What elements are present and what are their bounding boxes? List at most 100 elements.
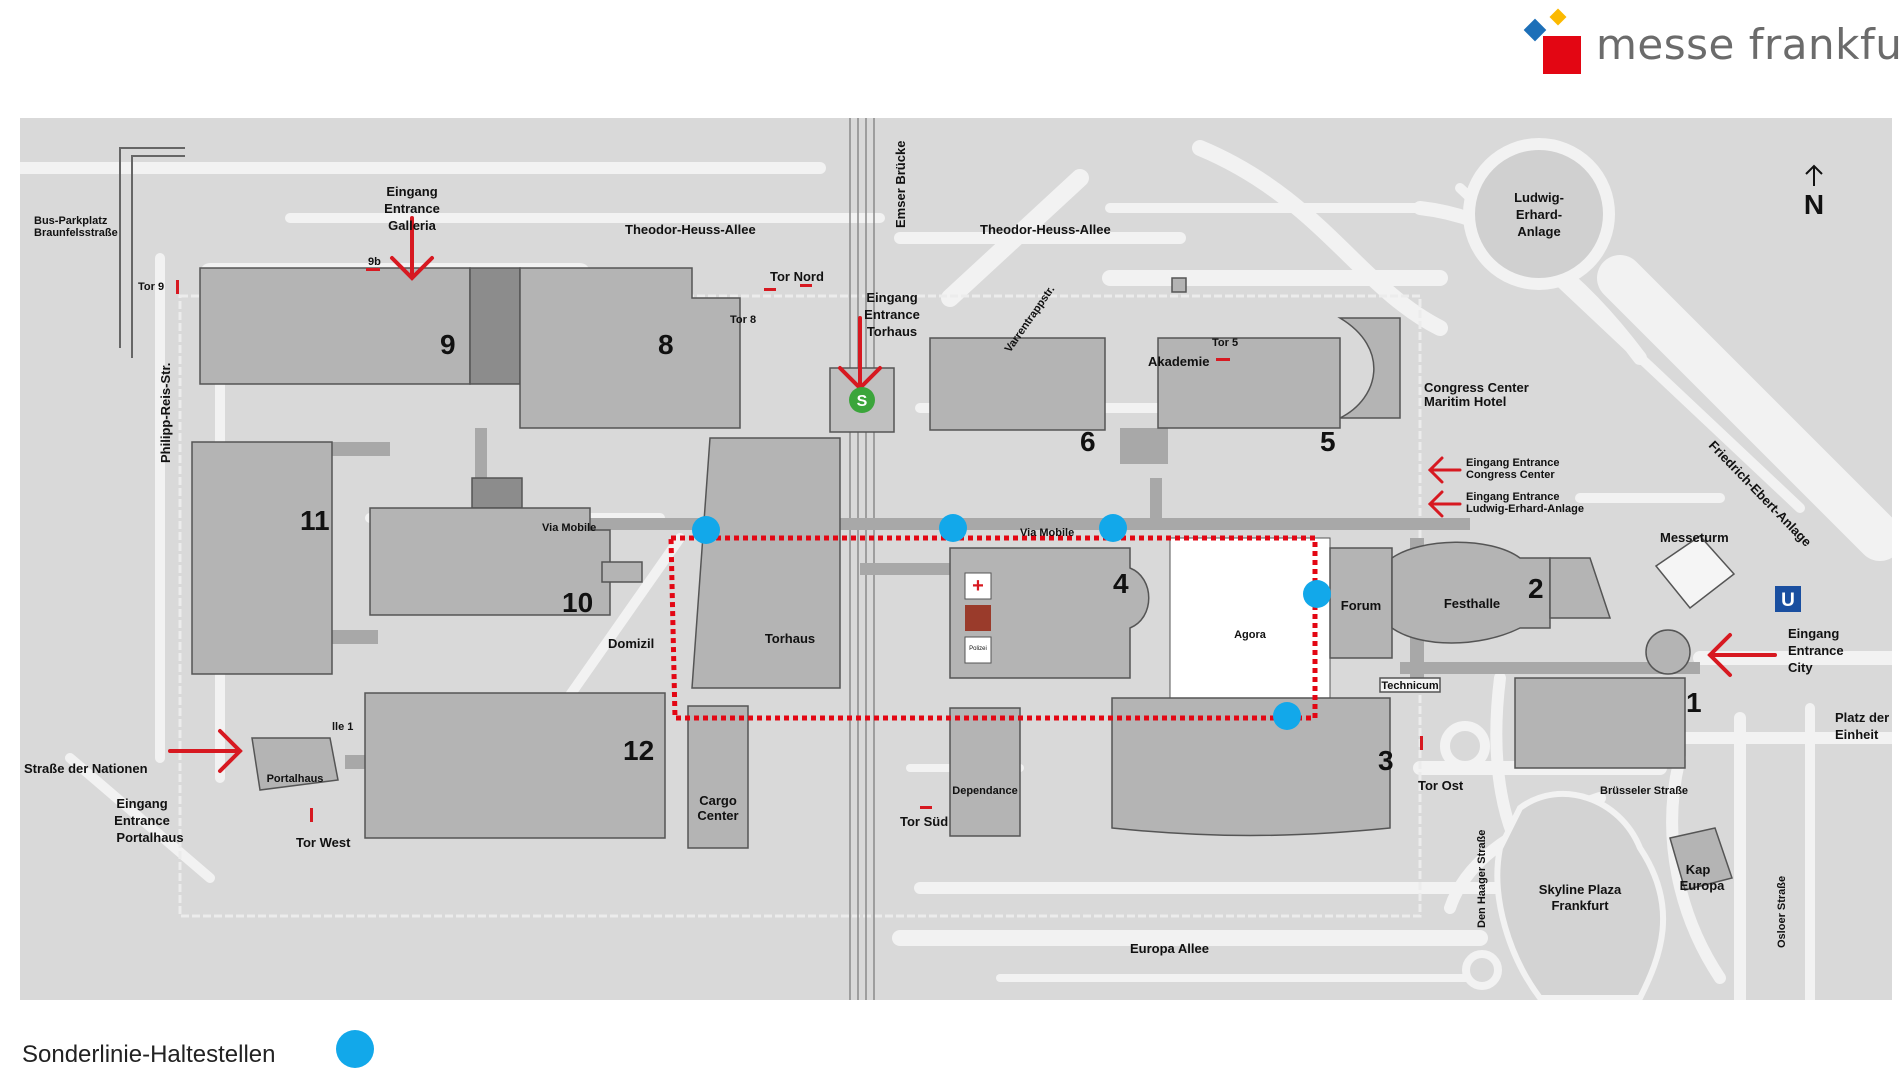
label-skyline-2: Frankfurt [1551,898,1609,913]
kap-europa-building [1669,827,1733,891]
roundabout-east [1440,721,1490,771]
hall-9 [199,267,471,385]
torhaus-building [691,437,841,689]
label-skyline-1: Skyline Plaza [1539,882,1622,897]
entrance-arrows [168,216,1777,773]
rail-tracks [849,118,875,1000]
dependance-building [949,707,1021,837]
street-via-mobile-2: Via Mobile [1020,527,1074,539]
forum-building [1329,547,1393,659]
label-cargo-2: Center [697,808,738,823]
fire-icon [965,605,991,631]
domizil-building [601,561,643,583]
entrance-portalhaus-l3: Portalhaus [116,830,183,845]
label-messeturm: Messeturm [1660,530,1729,545]
hall-1 [1514,677,1686,769]
compass-arrow-icon [1805,164,1823,186]
entrance-city-l1: Eingang [1788,626,1839,641]
entrance-torhaus-l2: Entrance [864,307,920,322]
label-ludwig-1: Ludwig- [1514,190,1564,205]
akademie-building [1171,277,1187,293]
roundabout-south [1462,950,1502,990]
bus-lane-outline [131,155,185,358]
entrance-ludwig-l1: Eingang Entrance [1466,491,1560,503]
street-den-haager: Den Haager Straße [1476,830,1488,928]
messeturm-shape [1654,535,1736,610]
hall-number-8: 8 [658,329,674,360]
shuttle-stop-1[interactable] [692,516,720,544]
shuttle-stop-5[interactable] [1273,702,1301,730]
agora-square [1169,537,1331,719]
label-bus-parkplatz-2: Braunfelsstraße [34,227,118,239]
ubahn-icon [1775,586,1801,612]
logo-yellow-square [1549,8,1567,26]
shuttle-route [668,535,1318,721]
festhalle-building [1391,541,1551,644]
halls [191,267,1733,891]
street-emser-bruecke: Emser Brücke [893,141,908,228]
label-halle-1-partial: lle 1 [332,721,353,733]
gate-tor-9b: 9b [368,256,381,268]
label-bus-parkplatz-1: Bus-Parkplatz [34,215,108,227]
legend-stop-icon [336,1030,374,1068]
street-theodor-heuss-2: Theodor-Heuss-Allee [980,222,1111,237]
hall-10-grid [471,477,523,509]
street-bruesseler: Brüsseler Straße [1600,785,1688,797]
gate-tor-8: Tor 8 [730,314,756,326]
skyline-plaza-shape [1494,790,1667,1000]
street-philipp-reis: Philipp-Reis-Str. [158,363,173,463]
hall-1-rotunda [1645,629,1691,675]
brand-name: messe frankfurt [1596,20,1900,69]
bus-lane [119,147,185,348]
label-festhalle: Festhalle [1444,596,1500,611]
label-kap-2: Europa [1680,878,1726,893]
hall-number-2: 2 [1528,573,1544,604]
label-technicum: Technicum [1381,680,1438,692]
entrance-ludwig-l2: Ludwig-Erhard-Anlage [1466,503,1584,515]
label-kap-1: Kap [1686,862,1711,877]
hall-11 [191,441,333,675]
gate-tor-sued: Tor Süd [900,814,948,829]
fairground-map: S U + Polizei N 9 8 11 10 12 6 5 4 2 3 1… [20,118,1892,1000]
label-ludwig-3: Anlage [1517,224,1560,239]
first-aid-icon [964,572,992,600]
first-aid-glyph: + [972,575,984,597]
cargo-center-building [687,705,749,849]
street-strasse-der-nationen: Straße der Nationen [24,761,148,776]
entrance-torhaus-l3: Torhaus [867,324,917,339]
label-cargo-1: Cargo [699,793,737,808]
technicum-building [1379,677,1441,693]
gate-tor-west: Tor West [296,835,351,850]
portalhaus-building [251,737,339,791]
police-label: Polizei [969,646,987,652]
congress-center [1337,317,1401,419]
hall-12 [364,692,666,839]
hall-10 [369,507,611,616]
label-portalhaus: Portalhaus [267,773,324,785]
label-akademie: Akademie [1148,354,1209,369]
label-dependance: Dependance [952,785,1017,797]
hall-number-4: 4 [1113,568,1129,599]
label-platz-1: Platz der [1835,710,1889,725]
shuttle-stop-3[interactable] [1099,514,1127,542]
gate-tor-9: Tor 9 [138,281,164,293]
entrance-congress-l1: Eingang Entrance [1466,457,1560,469]
hall-number-5: 5 [1320,426,1336,457]
hall-8 [519,267,741,429]
label-congress-1: Congress Center [1424,380,1529,395]
hall-number-12: 12 [623,735,654,766]
gate-markers [176,268,1423,822]
hall-3 [1111,697,1391,837]
entrance-portalhaus-l1: Eingang [116,796,167,811]
label-forum: Forum [1341,598,1381,613]
shuttle-stop-2[interactable] [939,514,967,542]
compass-label: N [1804,189,1824,220]
street-europa-allee: Europa Allee [1130,941,1209,956]
entrance-galleria-l1: Eingang [386,184,437,199]
street-via-mobile-1: Via Mobile [542,522,596,534]
shuttle-stop-4[interactable] [1303,580,1331,608]
label-torhaus: Torhaus [765,631,815,646]
gate-tor-nord: Tor Nord [770,269,824,284]
shuttle-stops [692,514,1331,730]
label-ludwig-2: Erhard- [1516,207,1562,222]
